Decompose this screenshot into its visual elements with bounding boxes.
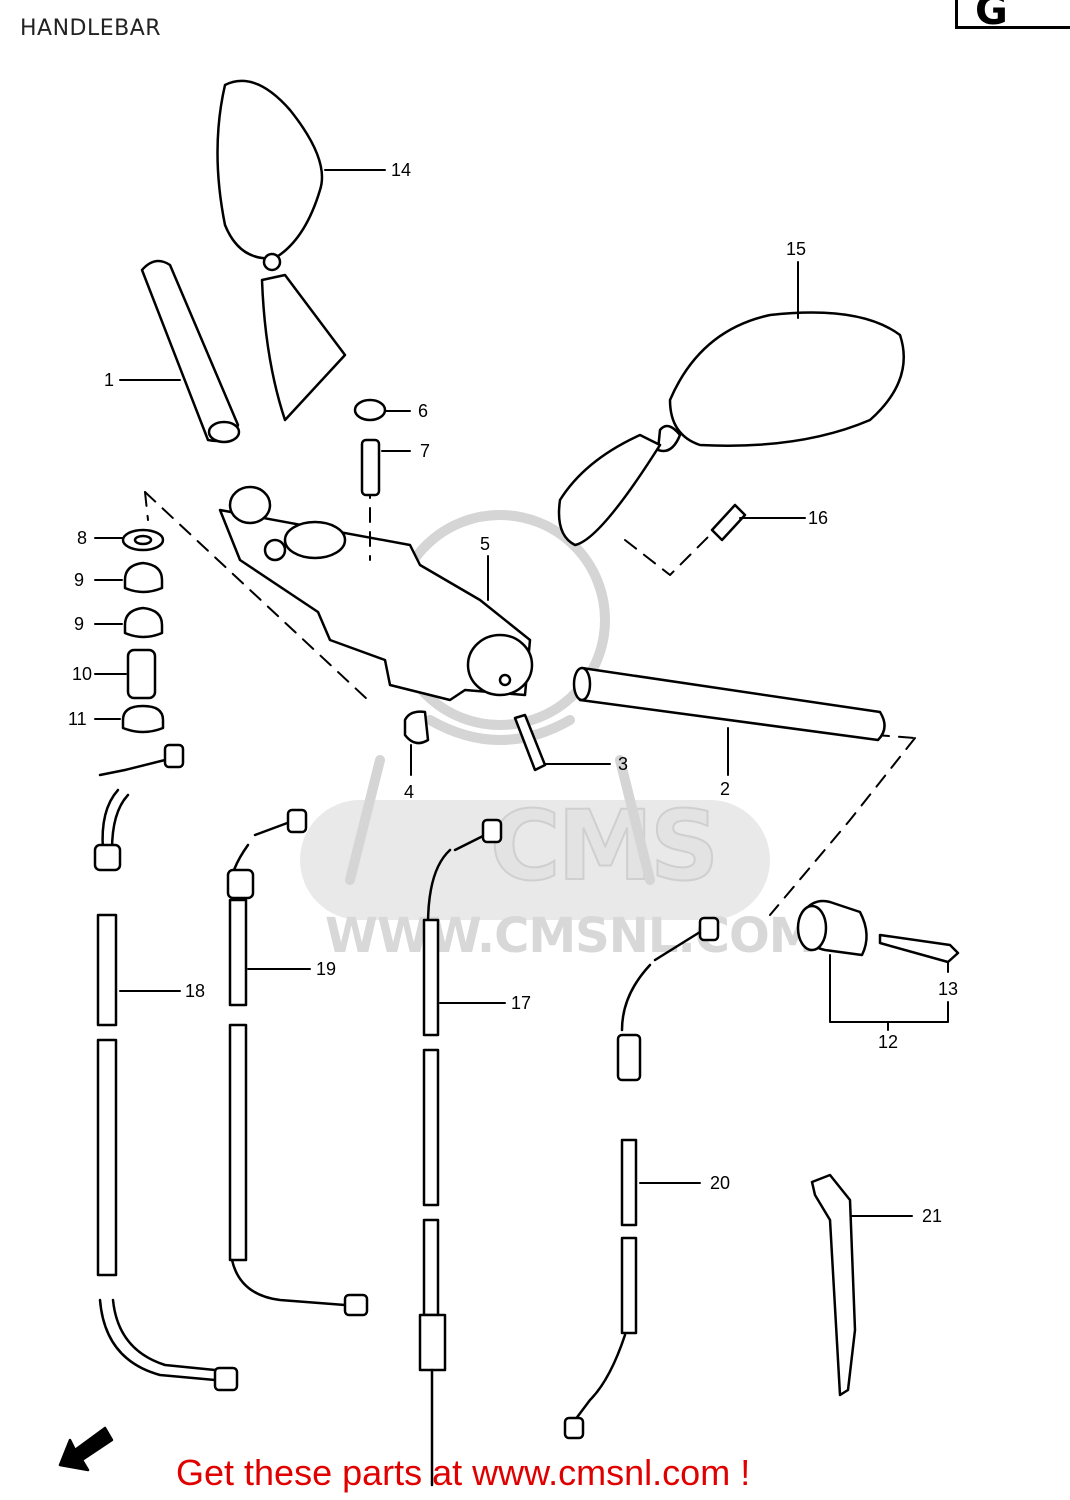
callout-number: 11 xyxy=(68,709,87,729)
watermark-background xyxy=(300,800,770,920)
bolt xyxy=(360,438,381,497)
handlebar-right-tube xyxy=(572,666,886,742)
watermark-url: WWW.CMSNL.COM xyxy=(325,908,817,964)
section-code-box xyxy=(955,0,1070,29)
leader-lines xyxy=(94,169,949,1217)
cushion xyxy=(123,561,164,594)
spacer xyxy=(126,648,157,700)
callout-number: 13 xyxy=(938,979,958,999)
mirror-left xyxy=(216,79,347,422)
cable-tie xyxy=(810,1173,857,1397)
front-arrow-icon xyxy=(58,1426,114,1472)
nut xyxy=(121,704,165,734)
mirror-right xyxy=(557,311,905,547)
bolt xyxy=(710,503,747,542)
callout-number: 16 xyxy=(808,508,828,528)
cable-18 xyxy=(93,743,239,1392)
cap xyxy=(353,398,387,422)
callout-number: 2 xyxy=(720,779,730,799)
callout-number: 18 xyxy=(185,981,205,1001)
bar-end-balancer xyxy=(796,899,960,964)
cable-20 xyxy=(563,916,720,1440)
cable-19 xyxy=(226,808,369,1317)
callout-number: 10 xyxy=(72,664,92,684)
callout-number: 3 xyxy=(618,754,628,774)
callout-number: 12 xyxy=(878,1032,898,1052)
section-code: G xyxy=(975,0,1008,34)
callout-number: 4 xyxy=(404,782,414,802)
callout-number: 9 xyxy=(74,570,84,590)
callout-number: 14 xyxy=(391,160,411,180)
handlebar-holder xyxy=(218,485,534,702)
callout-number: 9 xyxy=(74,614,84,634)
cushion xyxy=(123,606,164,639)
callout-labels: 14 15 1 6 7 16 8 9 9 10 11 5 4 3 2 18 19… xyxy=(68,160,958,1226)
callout-number: 5 xyxy=(480,534,490,554)
washer xyxy=(121,528,165,552)
callout-number: 7 xyxy=(420,441,430,461)
handlebar-left-tube xyxy=(140,259,241,444)
cable-17 xyxy=(418,818,503,1487)
callout-number: 20 xyxy=(710,1173,730,1193)
watermark-brand: CMS xyxy=(489,789,720,903)
callout-number: 1 xyxy=(104,370,114,390)
callout-number: 8 xyxy=(77,528,87,548)
footer-link-text[interactable]: Get these parts at www.cmsnl.com ! xyxy=(176,1452,751,1493)
callout-number: 21 xyxy=(922,1206,942,1226)
plug xyxy=(403,710,430,745)
callout-number: 15 xyxy=(786,239,806,259)
page-title: HANDLEBAR xyxy=(20,16,162,41)
callout-number: 19 xyxy=(316,959,336,979)
callout-number: 6 xyxy=(418,401,428,421)
callout-number: 17 xyxy=(511,993,531,1013)
